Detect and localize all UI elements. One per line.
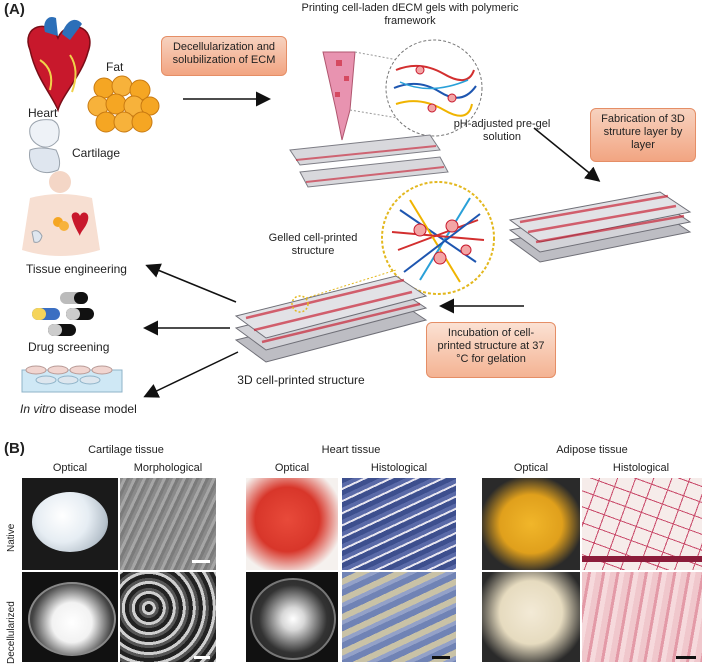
callout-decellularization-text: Decellularization and solubilization of … bbox=[172, 41, 276, 66]
col-head-heart-optical: Optical bbox=[274, 462, 310, 474]
panel-b-label: (B) bbox=[4, 440, 25, 457]
photo-heart-native-histo bbox=[342, 478, 456, 570]
callout-incubation-text: Incubation of cell-printed structure at … bbox=[437, 327, 545, 365]
label-disease-model-rest: disease model bbox=[56, 402, 137, 416]
photo-cartilage-decell-sem bbox=[120, 572, 216, 662]
label-cartilage: Cartilage bbox=[72, 146, 121, 160]
scale-bar bbox=[432, 656, 450, 659]
label-ph-adjusted: pH-adjusted pre-gel solution bbox=[453, 118, 551, 143]
photo-heart-native-optical bbox=[246, 478, 338, 570]
photo-adipose-decell-optical bbox=[482, 572, 580, 662]
label-disease-model-italic: In vitro bbox=[20, 402, 57, 416]
callout-fabrication-text: Fabrication of 3D struture layer by laye… bbox=[601, 113, 685, 151]
callout-decellularization: Decellularization and solubilization of … bbox=[161, 36, 287, 76]
callout-fabrication: Fabrication of 3D struture layer by laye… bbox=[590, 108, 696, 162]
label-tissue-engineering: Tissue engineering bbox=[26, 262, 127, 276]
label-fat: Fat bbox=[106, 60, 124, 74]
photo-cartilage-native-optical bbox=[22, 478, 118, 570]
print-nozzle-icon bbox=[322, 51, 399, 141]
label-disease-model: In vitro disease model bbox=[20, 402, 137, 416]
torso-icon bbox=[22, 171, 100, 256]
fat-cluster-icon bbox=[87, 75, 160, 133]
arrow-to-tissue-engineering bbox=[145, 263, 237, 303]
pregel-magnified-icon bbox=[385, 39, 483, 137]
arrow-to-fabrication bbox=[533, 127, 601, 182]
label-drug-screening: Drug screening bbox=[28, 340, 110, 354]
label-gelled: Gelled cell-printed structure bbox=[268, 232, 358, 257]
row-label-native: Native bbox=[6, 523, 17, 552]
photo-adipose-native-histo bbox=[582, 478, 702, 570]
capsules-icon bbox=[32, 292, 94, 336]
group-title-adipose: Adipose tissue bbox=[556, 444, 628, 456]
col-head-cartilage-optical: Optical bbox=[52, 462, 88, 474]
photo-heart-decell-histo bbox=[342, 572, 456, 662]
col-head-heart-histo: Histological bbox=[370, 462, 428, 474]
gel-magnified-icon bbox=[381, 181, 495, 295]
row-label-decellularized: Decellularized bbox=[6, 601, 17, 664]
callout-incubation: Incubation of cell-printed structure at … bbox=[426, 322, 556, 378]
label-heart: Heart bbox=[28, 106, 58, 120]
cartilage-icon bbox=[29, 119, 61, 174]
photo-heart-decell-optical bbox=[246, 572, 338, 662]
col-head-cartilage-morph: Morphological bbox=[133, 462, 203, 474]
photo-cartilage-decell-optical bbox=[22, 572, 118, 662]
stacked-scaffold-right-icon bbox=[508, 191, 692, 263]
panel-a-label: (A) bbox=[4, 1, 25, 18]
scale-bar bbox=[192, 560, 210, 563]
label-printing-title: Printing cell-laden dECM gels with polym… bbox=[301, 2, 519, 27]
photo-adipose-native-optical bbox=[482, 478, 580, 570]
heart-icon bbox=[27, 16, 91, 113]
scale-bar bbox=[194, 656, 210, 659]
photo-cartilage-native-sem bbox=[120, 478, 216, 570]
scale-bar bbox=[676, 656, 696, 659]
panel-a-diagram bbox=[21, 16, 692, 398]
label-printed-structure: 3D cell-printed structure bbox=[237, 373, 365, 387]
group-title-cartilage: Cartilage tissue bbox=[88, 444, 164, 456]
col-head-adipose-histo: Histological bbox=[612, 462, 670, 474]
col-head-adipose-optical: Optical bbox=[513, 462, 549, 474]
scaffold-layer-icon bbox=[289, 134, 449, 188]
photo-adipose-decell-histo bbox=[582, 572, 702, 662]
arrow-to-disease-model bbox=[143, 351, 239, 398]
well-plate-icon bbox=[21, 365, 123, 393]
stacked-scaffold-left-icon bbox=[234, 269, 428, 363]
group-title-heart: Heart tissue bbox=[321, 444, 381, 456]
